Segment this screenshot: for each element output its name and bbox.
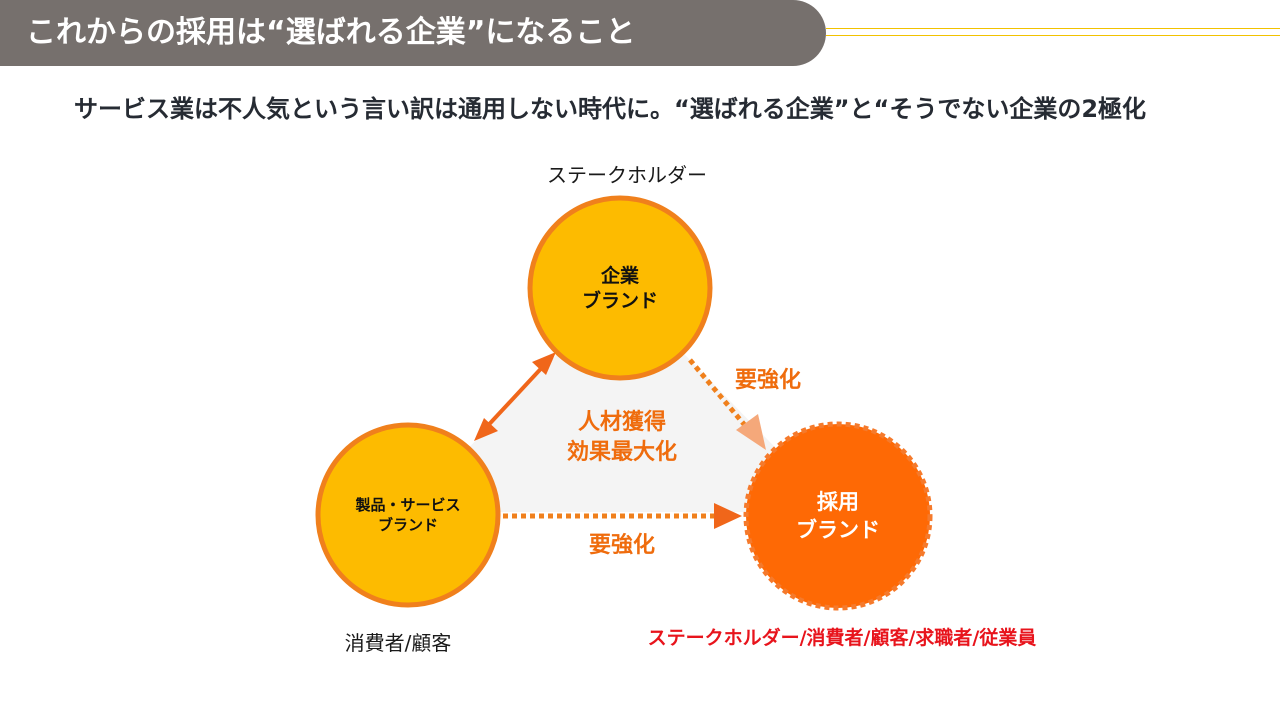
center-label: 人材獲得 効果最大化 [567, 408, 677, 468]
decoration-line [826, 35, 1280, 36]
page-subtitle: サービス業は不人気という言い訳は通用しない時代に。“選ばれる企業”と“そうでない… [74, 95, 1147, 123]
center-label-line2: 効果最大化 [566, 440, 678, 465]
corporate-recruit-dotted-line [688, 358, 750, 431]
corporate-recruit-arrowhead [736, 414, 766, 450]
arrowhead-down [474, 418, 498, 441]
recruit-audience-label: ステークホルダー/消費者/顧客/求職者/従業員 [647, 627, 1037, 649]
center-label-line1: 人材獲得 [577, 410, 667, 435]
corporate-brand-label: 企業 ブランド [582, 264, 658, 314]
corporate-brand-circle [527, 195, 713, 381]
corporate-recruit-edge-label: 要強化 [734, 368, 802, 393]
recruit-brand-circle [743, 421, 933, 611]
product-brand-line1: 製品・サービス [355, 496, 461, 514]
decoration-line [826, 28, 1280, 29]
corporate-audience-label: ステークホルダー [547, 163, 707, 187]
title-decoration-lines [826, 28, 1280, 36]
recruit-brand-label: 採用 ブランド [796, 488, 880, 544]
product-recruit-arrowhead [714, 503, 742, 529]
corporate-brand-line2: ブランド [581, 290, 659, 312]
product-brand-line2: ブランド [377, 516, 439, 534]
product-recruit-edge-label: 要強化 [588, 533, 656, 558]
product-brand-circle [315, 422, 501, 608]
product-brand-label: 製品・サービス ブランド [355, 495, 460, 535]
product-audience-label: 消費者/顧客 [344, 631, 452, 655]
corporate-product-line [479, 358, 551, 435]
page-title: これからの採用は“選ばれる企業”になること [26, 15, 636, 50]
center-triangle-area [408, 288, 838, 512]
recruit-brand-line2: ブランド [796, 518, 880, 542]
corporate-brand-line1: 企業 [600, 265, 640, 287]
arrowhead-up [532, 352, 556, 375]
title-bar: これからの採用は“選ばれる企業”になること [0, 0, 826, 66]
recruit-brand-line1: 採用 [817, 490, 859, 514]
